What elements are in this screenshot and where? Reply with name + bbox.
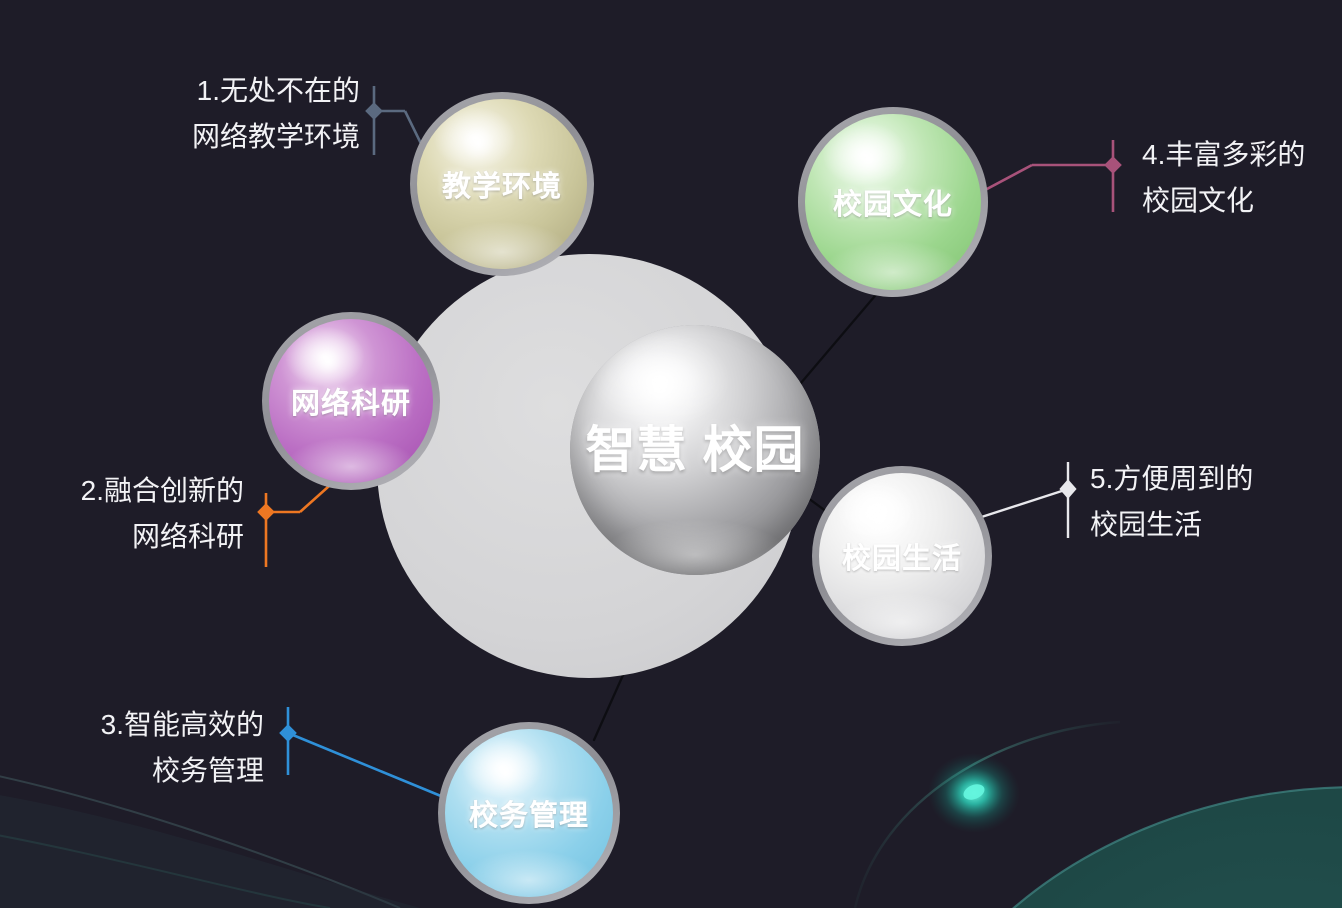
callout-2-network-research: 2.融合创新的 网络科研 xyxy=(58,468,244,560)
callout-2-line2: 网络科研 xyxy=(131,521,244,552)
leader-3-marker xyxy=(279,724,297,742)
center-sphere-label-line2: 校园 xyxy=(702,422,805,478)
leader-1-marker xyxy=(365,102,383,120)
planet-rim xyxy=(891,786,1342,908)
node-label-campus-culture: 校园文化 xyxy=(832,189,953,221)
glow-dot-core xyxy=(963,784,985,800)
node-label-teaching-environment: 教学环境 xyxy=(441,171,562,203)
node-label-school-affairs: 校务管理 xyxy=(468,800,589,832)
node-label-campus-life: 校园生活 xyxy=(841,543,962,575)
decor-group xyxy=(0,720,1342,908)
callout-3-line2: 校务管理 xyxy=(151,755,264,786)
callout-2-line1: 2.融合创新的 xyxy=(80,475,244,506)
callout-5-campus-life: 5.方便周到的 校园生活 xyxy=(1090,456,1280,548)
callout-1-teaching-environment: 1.无处不在的 网络教学环境 xyxy=(168,68,360,160)
callout-3-line1: 3.智能高效的 xyxy=(100,709,264,740)
leader-2-marker xyxy=(257,503,275,521)
node-sphere-teaching-environment[interactable]: 教学环境 xyxy=(410,92,594,276)
leader-4-marker xyxy=(1104,156,1122,174)
node-sphere-campus-culture[interactable]: 校园文化 xyxy=(798,107,988,297)
callout-4-campus-culture: 4.丰富多彩的 校园文化 xyxy=(1142,132,1332,224)
callout-1-line1: 1.无处不在的 xyxy=(196,75,360,106)
decor-arc-left-2 xyxy=(0,834,331,908)
callout-4-line1: 4.丰富多彩的 xyxy=(1142,139,1306,170)
decor-shade-left xyxy=(0,795,420,908)
center-sphere-智慧校园[interactable]: 智慧 校园 xyxy=(570,325,820,575)
node-sphere-network-research[interactable]: 网络科研 xyxy=(262,312,440,490)
center-sphere-label-line1: 智慧 xyxy=(585,422,688,478)
decor-arc-left-1 xyxy=(0,775,401,908)
callout-5-line1: 5.方便周到的 xyxy=(1090,463,1254,494)
callout-1-line2: 网络教学环境 xyxy=(191,121,360,152)
callout-4-line2: 校园文化 xyxy=(1142,185,1255,216)
callout-3-school-affairs: 3.智能高效的 校务管理 xyxy=(78,702,264,794)
node-sphere-campus-life[interactable]: 校园生活 xyxy=(812,466,992,646)
node-label-network-research: 网络科研 xyxy=(290,388,411,420)
center-sphere-label: 智慧 校园 xyxy=(586,420,805,480)
callout-5-line2: 校园生活 xyxy=(1090,509,1203,540)
leader-5-marker xyxy=(1059,479,1077,499)
node-sphere-school-affairs[interactable]: 校务管理 xyxy=(438,722,620,904)
